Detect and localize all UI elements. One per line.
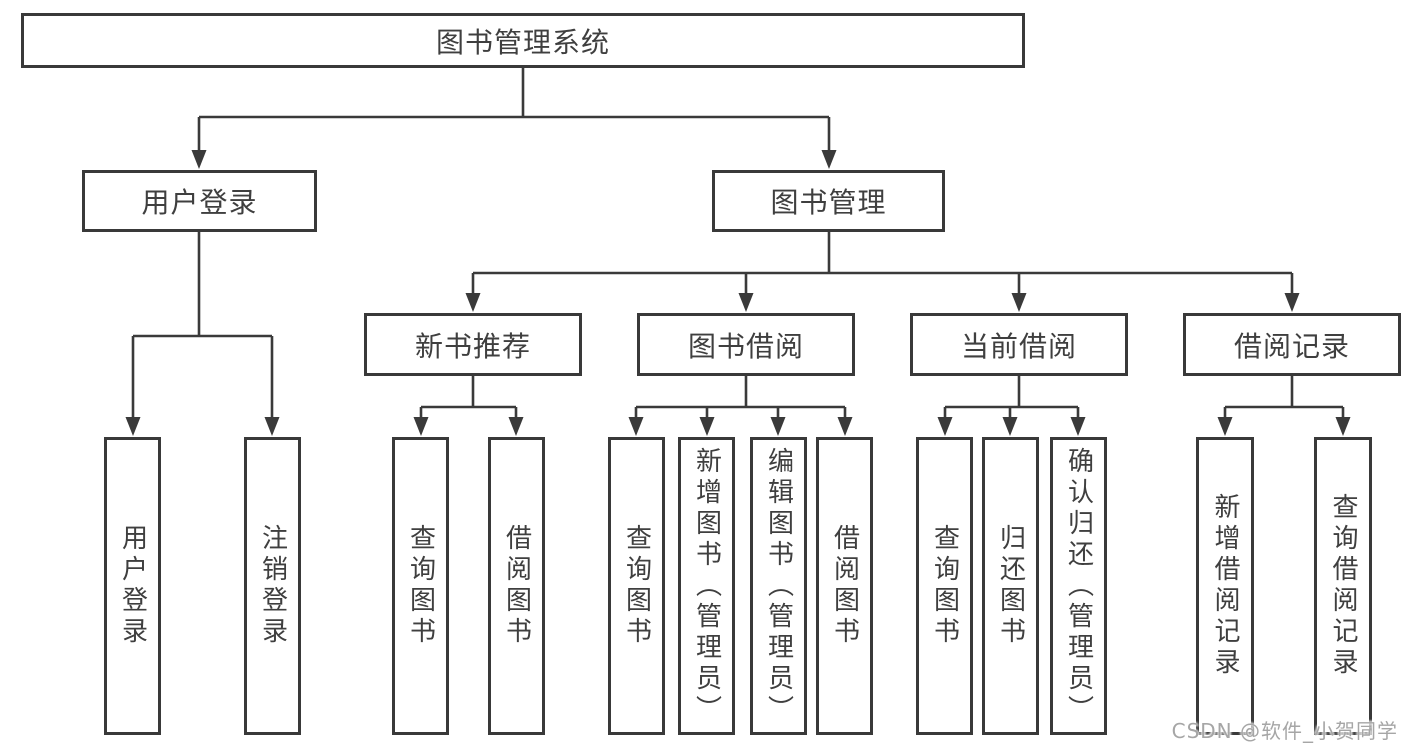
connector-book-management-children: [465, 232, 1300, 312]
node-borrow-records: 借阅记录: [1183, 313, 1401, 376]
node-book-management: 图书管理: [712, 170, 945, 232]
node-current-borrow: 当前借阅: [910, 313, 1128, 376]
node-query-books-borrow-label: 查询图书: [621, 524, 652, 648]
node-query-books-borrow: 查询图书: [608, 437, 665, 735]
connector-user-login-children: [125, 232, 280, 436]
node-borrow-books-recommend-label: 借阅图书: [501, 524, 532, 648]
node-book-borrow: 图书借阅: [637, 313, 855, 376]
node-logout-label: 注销登录: [257, 524, 288, 648]
arrowhead-icon: [821, 150, 837, 169]
node-add-book-admin-label: 新增图书（管理员）: [691, 446, 722, 726]
arrowhead-icon: [1011, 293, 1027, 312]
node-query-books-current: 查询图书: [916, 437, 973, 735]
arrowhead-icon: [191, 150, 207, 169]
watermark: CSDN @软件_小贺同学: [1171, 719, 1398, 743]
connector-root-to-level2: [191, 68, 837, 169]
arrowhead-icon: [413, 417, 429, 436]
node-library-system-label: 图书管理系统: [435, 25, 610, 59]
arrowhead-icon: [738, 293, 754, 312]
node-add-book-admin: 新增图书（管理员）: [678, 437, 735, 735]
arrowhead-icon: [1002, 417, 1018, 436]
node-edit-book-admin-label: 编辑图书（管理员）: [763, 446, 794, 726]
node-user-login: 用户登录: [82, 170, 317, 232]
node-borrow-records-label: 借阅记录: [1233, 329, 1350, 363]
arrowhead-icon: [465, 293, 481, 312]
arrowhead-icon: [508, 417, 524, 436]
node-user-login-label: 用户登录: [141, 186, 258, 219]
node-query-borrow-record: 查询借阅记录: [1314, 437, 1372, 735]
node-logout: 注销登录: [244, 437, 301, 735]
arrowhead-icon: [837, 417, 853, 436]
connector-recommend-children: [413, 376, 524, 436]
arrowhead-icon: [628, 417, 644, 436]
arrowhead-icon: [699, 417, 715, 436]
node-new-book-recommend-label: 新书推荐: [414, 329, 531, 363]
node-borrow-books-recommend: 借阅图书: [488, 437, 545, 735]
node-add-borrow-record: 新增借阅记录: [1196, 437, 1254, 735]
arrowhead-icon: [770, 417, 786, 436]
node-query-borrow-record-label: 查询借阅记录: [1328, 493, 1358, 679]
node-user-login-leaf-label: 用户登录: [117, 524, 148, 648]
node-book-borrow-label: 图书借阅: [687, 329, 804, 363]
arrowhead-icon: [1217, 417, 1233, 436]
node-book-management-label: 图书管理: [770, 186, 887, 219]
node-add-borrow-record-label: 新增借阅记录: [1210, 493, 1240, 679]
node-borrow-books: 借阅图书: [816, 437, 873, 735]
connector-current-children: [937, 376, 1086, 436]
node-return-book-label: 归还图书: [995, 524, 1026, 648]
node-user-login-leaf: 用户登录: [104, 437, 161, 735]
node-borrow-books-label: 借阅图书: [829, 524, 860, 648]
node-edit-book-admin: 编辑图书（管理员）: [750, 437, 807, 735]
arrowhead-icon: [937, 417, 953, 436]
node-current-borrow-label: 当前借阅: [960, 329, 1077, 363]
arrowhead-icon: [125, 417, 141, 436]
node-confirm-return-admin-label: 确认归还（管理员）: [1063, 446, 1094, 726]
node-return-book: 归还图书: [982, 437, 1039, 735]
arrowhead-icon: [1335, 417, 1351, 436]
node-library-system: 图书管理系统: [21, 13, 1025, 68]
node-query-books-current-label: 查询图书: [929, 524, 960, 648]
node-confirm-return-admin: 确认归还（管理员）: [1050, 437, 1107, 735]
connector-records-children: [1217, 376, 1351, 436]
arrowhead-icon: [1284, 293, 1300, 312]
arrowhead-icon: [1070, 417, 1086, 436]
node-query-books-recommend-label: 查询图书: [405, 524, 436, 648]
arrowhead-icon: [264, 417, 280, 436]
connector-borrow-children: [628, 376, 853, 436]
node-query-books-recommend: 查询图书: [392, 437, 449, 735]
node-new-book-recommend: 新书推荐: [364, 313, 582, 376]
